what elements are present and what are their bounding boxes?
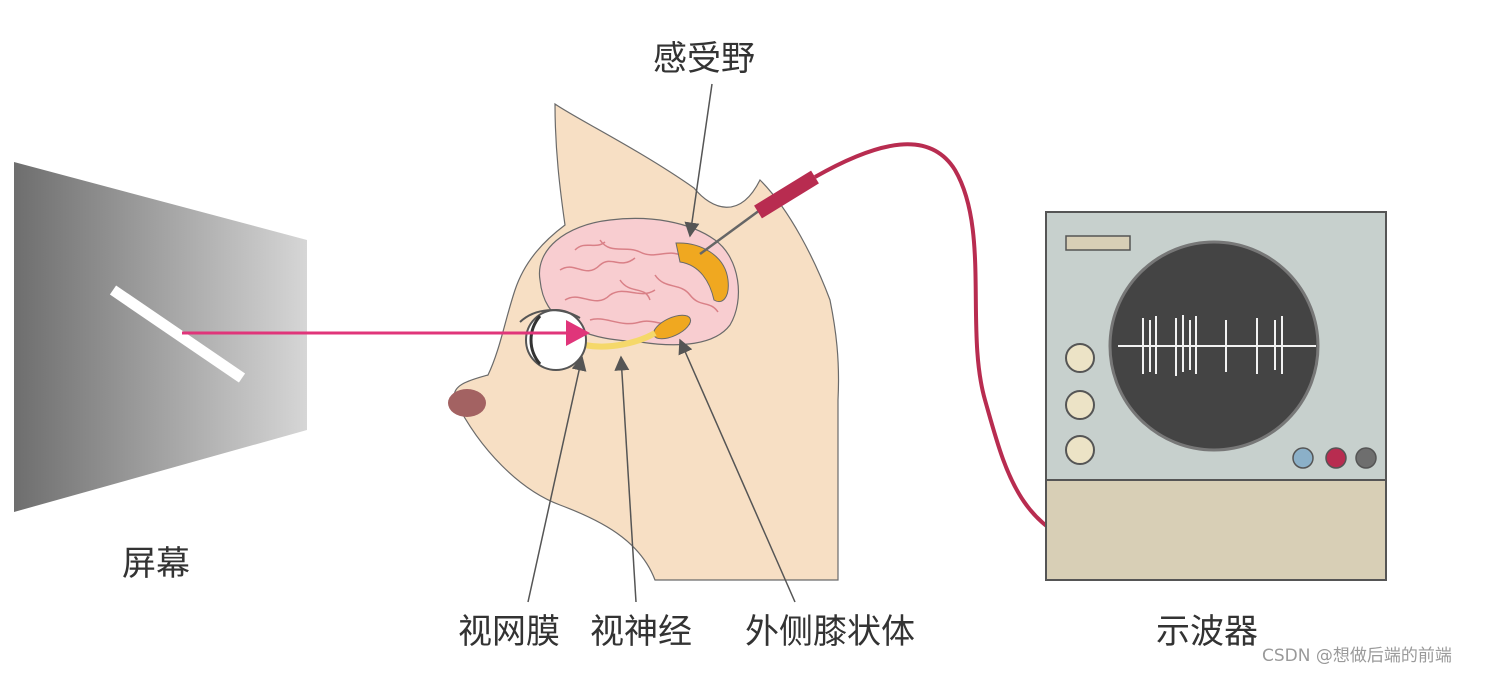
arrow-lgn — [678, 338, 796, 603]
arrow-receptive-field — [684, 83, 713, 238]
light-ray — [182, 320, 590, 346]
arrow-retina — [527, 355, 587, 603]
electrode-handle — [754, 170, 819, 219]
input-jack-gray — [1355, 447, 1377, 469]
eye-lid — [519, 309, 581, 323]
spike-trace — [1118, 315, 1316, 376]
watermark: CSDN @想做后端的前端 — [1262, 646, 1452, 666]
knob-2 — [1065, 390, 1095, 420]
screen-panel — [14, 162, 307, 512]
label-receptive-field: 感受野 — [653, 39, 755, 79]
knob-3 — [1065, 435, 1095, 465]
label-lgn: 外侧膝状体 — [745, 612, 915, 652]
knob-1 — [1065, 343, 1095, 373]
screen — [14, 162, 307, 512]
receptive-field-region — [675, 242, 729, 303]
input-jack-red — [1325, 447, 1347, 469]
optic-nerve — [584, 330, 657, 350]
electrode-needle — [699, 208, 761, 256]
input-jack-blue — [1292, 447, 1314, 469]
cat-nose — [448, 389, 486, 417]
oscilloscope-label-plate — [1065, 235, 1131, 251]
oscilloscope — [1045, 211, 1387, 581]
cat-head — [448, 102, 840, 581]
label-oscilloscope: 示波器 — [1156, 612, 1258, 652]
label-optic-nerve: 视神经 — [590, 612, 692, 652]
label-screen: 屏幕 — [122, 544, 190, 584]
arrow-optic-nerve — [614, 355, 637, 603]
pointer-arrows — [527, 83, 796, 603]
light-bar — [109, 285, 246, 383]
eye-lens — [529, 315, 542, 365]
oscilloscope-base — [1045, 479, 1387, 581]
brain-folds — [559, 239, 719, 327]
label-retina: 视网膜 — [458, 612, 560, 652]
